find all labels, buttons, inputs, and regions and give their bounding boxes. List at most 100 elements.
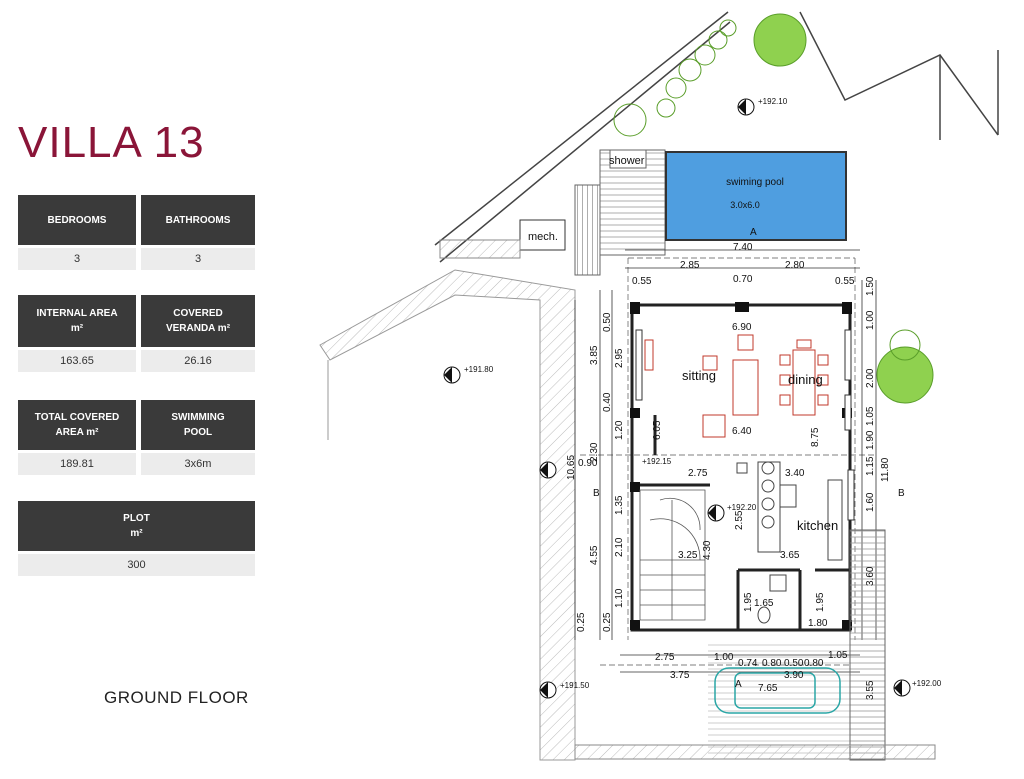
dim: 0.74	[738, 658, 758, 669]
dim: 0.40	[602, 392, 613, 412]
shower-label: shower	[609, 155, 645, 167]
dim: 11.80	[880, 457, 891, 482]
dim: 6.40	[732, 426, 752, 437]
spec-card-swimming-pool: SWIMMING POOL 3x6m	[141, 400, 255, 475]
spec-label-2: POOL	[183, 427, 213, 438]
level-191-80: +191.80	[464, 365, 494, 374]
spec-unit: m²	[130, 528, 143, 539]
dim: 2.75	[688, 468, 708, 479]
spec-label: BATHROOMS	[165, 214, 231, 226]
dim: 0.70	[733, 274, 753, 285]
spec-value: 3	[18, 248, 136, 270]
plot-boundary	[434, 11, 999, 263]
spec-label: PLOT	[123, 513, 150, 524]
spec-unit: VERANDA m²	[165, 323, 231, 334]
spec-value: 3	[141, 248, 255, 270]
dim: 2.80	[785, 260, 805, 271]
spec-value: 163.65	[18, 350, 136, 372]
terrace-hatch	[319, 269, 576, 761]
spec-unit: m²	[70, 323, 84, 334]
spec-label: TOTAL COVERED	[34, 412, 120, 423]
house-walls	[630, 303, 852, 632]
pool-label: swiming pool	[726, 177, 784, 188]
dim: 0.50	[602, 312, 613, 332]
dim: 2.00	[865, 368, 876, 388]
dim: 1.80	[808, 618, 828, 629]
spec-card-plot: PLOT m² 300	[18, 501, 255, 576]
spec-value: 3x6m	[141, 453, 255, 475]
dim: 2.85	[680, 260, 700, 271]
section-mark-a-top: A	[750, 227, 757, 238]
dim: 1.10	[614, 588, 625, 608]
level-191-50: +191.50	[560, 681, 590, 690]
section-mark-b-right: B	[898, 488, 905, 499]
dim: 3.40	[785, 468, 805, 479]
level-192-00: +192.00	[912, 679, 942, 688]
dim: 3.25	[678, 550, 698, 561]
dim: 0.90	[578, 458, 598, 469]
dim: 0.80	[804, 658, 824, 669]
furniture	[644, 334, 829, 438]
car	[714, 667, 841, 714]
dim: 1.35	[614, 495, 625, 515]
dim: 4.30	[702, 540, 713, 560]
pool-size: 3.0x6.0	[730, 200, 760, 210]
dim: 3.85	[589, 345, 600, 365]
spec-label: COVERED	[173, 308, 223, 319]
dim: 3.75	[670, 670, 690, 681]
dim: 2.75	[655, 652, 675, 663]
dim: 1.15	[865, 456, 876, 476]
section-mark-b-left: B	[593, 488, 600, 499]
dim: 8.75	[810, 427, 821, 447]
section-mark-a-bottom: A	[735, 679, 742, 690]
dim: 2.95	[614, 348, 625, 368]
dim: 0.55	[835, 276, 855, 287]
dim: 1.95	[815, 592, 826, 612]
spec-value: 189.81	[18, 453, 136, 475]
level-192-15: +192.15	[642, 457, 672, 466]
spec-card-bathrooms: BATHROOMS 3	[141, 195, 255, 270]
dim: 0.50	[784, 658, 804, 669]
dim: 0.25	[576, 612, 587, 632]
staircase	[639, 489, 706, 621]
wall-columns	[630, 302, 852, 630]
kitchen-label: kitchen	[797, 518, 838, 533]
trees	[613, 13, 934, 404]
mech-label: mech.	[528, 231, 558, 243]
dim: 3.65	[780, 550, 800, 561]
dim: 7.40	[733, 242, 753, 253]
page-title: VILLA 13	[18, 118, 205, 167]
parking	[708, 640, 850, 760]
spec-value: 300	[18, 554, 255, 576]
dim: 0.80	[762, 658, 782, 669]
dim: 1.65	[754, 598, 774, 609]
spec-label: INTERNAL AREA	[36, 308, 118, 319]
dim: 3.60	[865, 566, 876, 586]
dim: 1.90	[865, 430, 876, 450]
dim: 6.05	[652, 420, 663, 440]
wc-fixtures	[757, 574, 787, 624]
spec-card-bedrooms: BEDROOMS 3	[18, 195, 136, 270]
dining-label: dining	[788, 372, 823, 387]
dim: 3.90	[784, 670, 804, 681]
kitchen-fixtures	[736, 461, 843, 561]
spec-value: 26.16	[141, 350, 255, 372]
spec-unit: AREA m²	[55, 427, 99, 438]
spec-card-internal-area: INTERNAL AREA m² 163.65	[18, 295, 136, 372]
mech-room	[519, 219, 566, 251]
level-192-20: +192.20	[727, 503, 757, 512]
floor-plan: swiming pool 3.0x6.0 shower mech.	[319, 11, 999, 761]
dim: 2.10	[614, 537, 625, 557]
spec-card-total-covered: TOTAL COVERED AREA m² 189.81	[18, 400, 136, 475]
dim: 6.90	[732, 322, 752, 333]
dim: 1.50	[865, 276, 876, 296]
dim: 2.30	[589, 442, 600, 462]
dim: 1.05	[865, 406, 876, 426]
dim: 0.25	[602, 612, 613, 632]
dim: 10.65	[566, 455, 577, 480]
dim: 4.55	[589, 545, 600, 565]
spec-card-covered-veranda: COVERED VERANDA m² 26.16	[141, 295, 255, 372]
dim: 1.00	[714, 652, 734, 663]
dim: 1.20	[614, 420, 625, 440]
spec-label: BEDROOMS	[47, 214, 107, 226]
